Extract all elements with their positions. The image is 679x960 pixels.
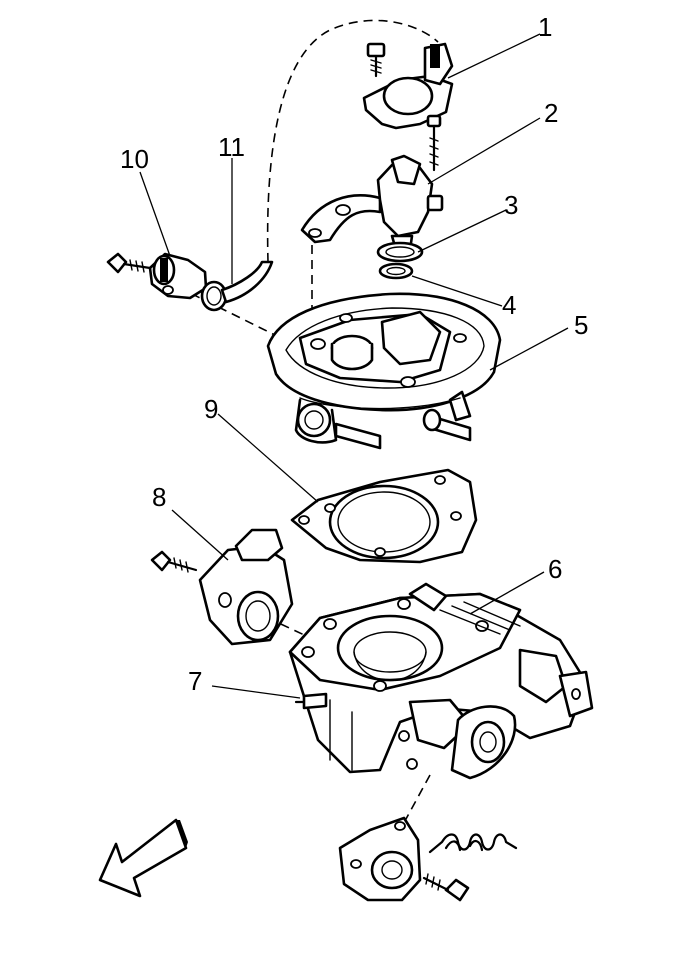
screw-icon [106, 252, 152, 274]
part-7-throttle-stop-screw [294, 692, 328, 710]
callout-2: 2 [544, 98, 558, 128]
part-9-gasket [290, 468, 478, 564]
part-2-fuel-injector [300, 114, 444, 252]
screw-icon [366, 42, 386, 78]
part-11-vacuum-tube [200, 260, 274, 312]
screw-icon [422, 873, 470, 902]
callout-7: 7 [188, 666, 202, 696]
callout-10: 10 [120, 144, 149, 174]
leader-lines [139, 33, 569, 699]
callout-3: 3 [504, 190, 518, 220]
callout-5: 5 [574, 310, 588, 340]
part-5-fuel-meter-body [266, 292, 502, 450]
part-6-throttle-body [288, 582, 594, 780]
part-10-sensor [106, 252, 208, 300]
part-4-o-ring [378, 262, 414, 280]
screw-icon [150, 550, 198, 573]
return-spring [428, 833, 518, 854]
callout-8: 8 [152, 482, 166, 512]
callout-1: 1 [538, 12, 552, 42]
callout-6: 6 [548, 554, 562, 584]
callout-9: 9 [204, 394, 218, 424]
cable-bracket [338, 816, 422, 902]
part-3-seal [376, 241, 424, 263]
part-8-throttle-position-sensor [150, 528, 294, 646]
bolt-icon [426, 114, 442, 172]
callout-4: 4 [502, 290, 516, 320]
callout-labels: 1 2 3 4 5 6 7 8 9 10 11 [120, 12, 588, 696]
front-direction-arrow-icon [98, 818, 188, 898]
callout-11: 11 [218, 132, 245, 162]
